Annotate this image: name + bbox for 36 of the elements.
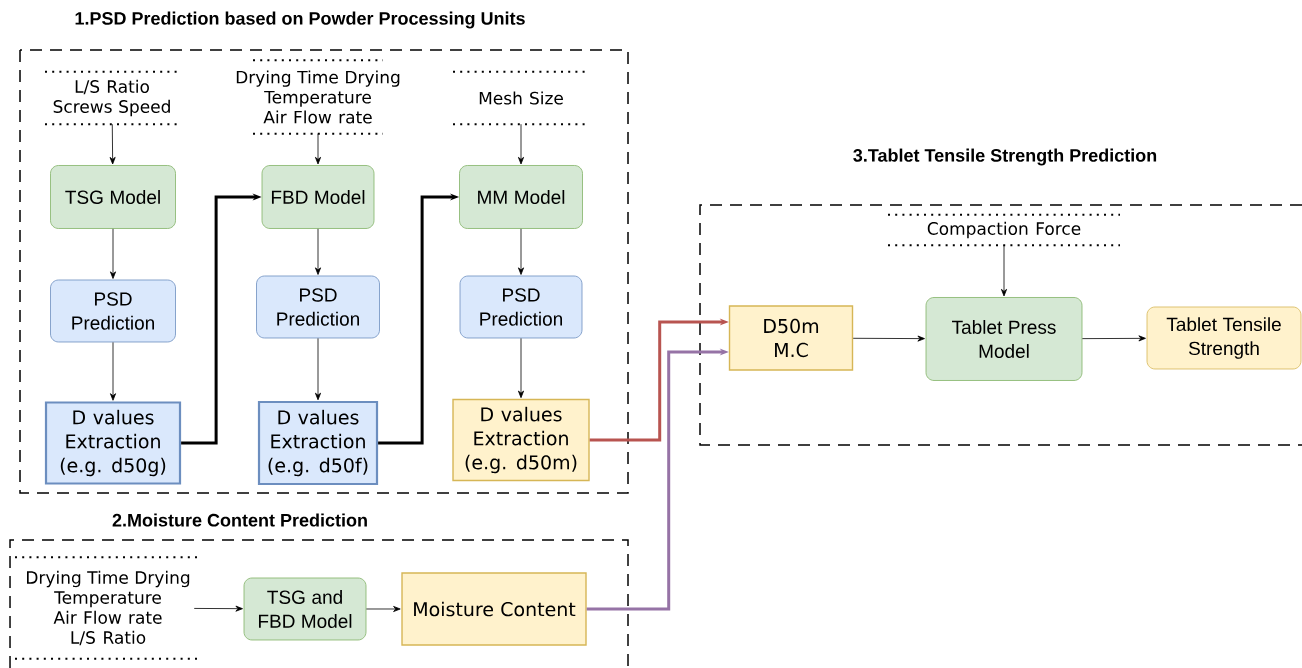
parameter-list: Mesh Size bbox=[452, 70, 590, 126]
arrow bbox=[193, 605, 243, 612]
arrow bbox=[518, 228, 524, 275]
arrow bbox=[315, 338, 321, 401]
output-box: D50m M.C bbox=[728, 305, 854, 371]
output-box: D values Extraction (e.g. d50m) bbox=[452, 398, 590, 482]
process-box: D values Extraction (e.g. d50g) bbox=[44, 401, 182, 485]
output-box: Moisture Content bbox=[401, 572, 587, 646]
model-box: Tablet Press Model bbox=[925, 297, 1083, 381]
model-box: FBD Model bbox=[261, 165, 375, 229]
process-box: PSD Prediction bbox=[256, 275, 380, 339]
arrow bbox=[1001, 244, 1007, 297]
section-title: 2.Moisture Content Prediction bbox=[112, 513, 367, 527]
arrow bbox=[852, 335, 925, 342]
model-box: TSG and FBD Model bbox=[243, 577, 367, 641]
arrow bbox=[110, 228, 116, 279]
parameter-list: Drying Time Drying Temperature Air Flow rate L/S Ratio bbox=[14, 556, 202, 660]
arrow bbox=[315, 133, 321, 165]
arrow bbox=[315, 228, 321, 275]
process-box: PSD Prediction bbox=[50, 279, 176, 343]
section-title: 3.Tablet Tensile Strength Prediction bbox=[853, 148, 1157, 166]
arrow bbox=[366, 606, 401, 612]
arrow bbox=[110, 342, 116, 401]
model-box: MM Model bbox=[459, 165, 583, 229]
section-title: 1.PSD Prediction based on Powder Processing Units bbox=[75, 11, 525, 29]
arrow bbox=[518, 123, 524, 165]
arrow bbox=[518, 338, 524, 399]
parameter-list: L/S Ratio Screws Speed bbox=[44, 70, 180, 126]
output-box: Tablet Tensile Strength bbox=[1146, 306, 1302, 370]
parameter-list: Compaction Force bbox=[887, 213, 1121, 247]
process-box: PSD Prediction bbox=[459, 275, 583, 339]
process-box: D values Extraction (e.g. d50f) bbox=[257, 400, 379, 486]
parameter-list: Drying Time Drying Temperature Air Flow rate bbox=[236, 59, 400, 135]
arrow bbox=[109, 123, 116, 165]
arrow bbox=[1082, 335, 1146, 342]
model-box: TSG Model bbox=[50, 165, 176, 229]
